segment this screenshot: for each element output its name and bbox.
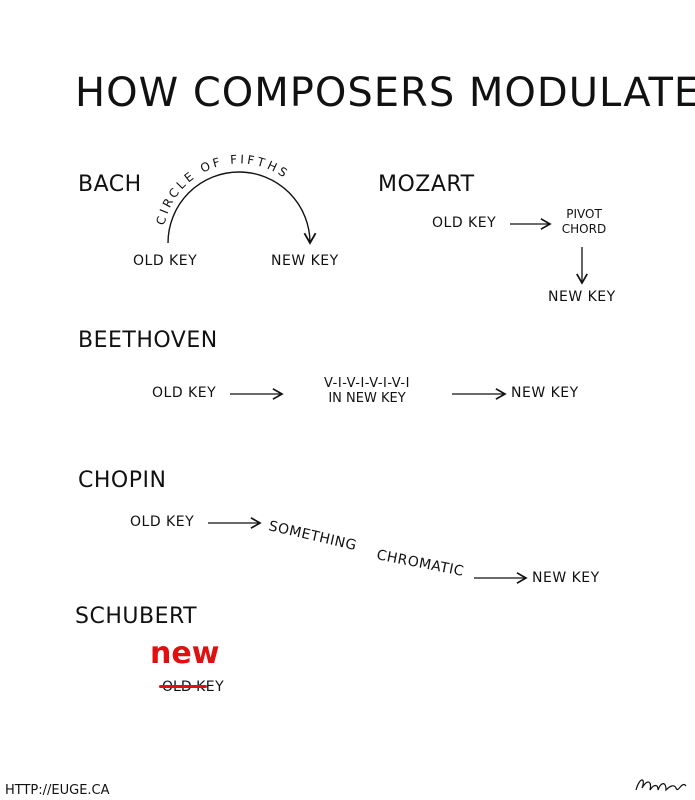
beethoven-old-key: OLD KEY [152,385,217,401]
beethoven-progression-sub: IN NEW KEY [328,391,406,406]
beethoven-progression: V-I-V-I-V-I-V-I [324,376,410,391]
schubert-old-word-wrap: OLD [159,679,207,695]
bach-heading: BACH [78,172,142,197]
chopin-word-chromatic: CHROMATIC [375,547,465,580]
schubert-key-line: OLD KEY [159,676,225,695]
beethoven-progression-block: V-I-V-I-V-I-V-I IN NEW KEY [287,376,447,406]
bach-old-key: OLD KEY [133,253,198,269]
schubert-new-word: new [150,636,220,671]
mozart-pivot-chord: PIVOT CHORD [556,207,612,237]
chopin-new-key: NEW KEY [532,570,600,586]
schubert-strikethrough [159,685,207,688]
bach-arc-label-path: CIRCLE OF FIFTHS [154,152,290,226]
mozart-heading: MOZART [378,172,475,197]
chopin-word-something: SOMETHING [267,518,358,554]
schubert-heading: SCHUBERT [75,604,198,629]
schubert-key-word: KEY [196,679,225,695]
beethoven-heading: BEETHOVEN [78,328,218,353]
mozart-pivot-line1: PIVOT [566,207,602,221]
page-title: HOW COMPOSERS MODULATE [75,70,695,116]
mozart-new-key: NEW KEY [548,289,616,305]
mozart-pivot-line2: CHORD [561,222,607,236]
bach-new-key: NEW KEY [271,253,339,269]
chopin-heading: CHOPIN [78,468,167,493]
mozart-old-key: OLD KEY [432,215,497,231]
footer-url[interactable]: HTTP://EUGE.CA [5,783,110,798]
beethoven-new-key: NEW KEY [511,385,579,401]
bach-arc-label: CIRCLE OF FIFTHS [154,152,293,226]
bach-arc-arrow [167,171,317,245]
signature-scribble [635,779,687,792]
chopin-old-key: OLD KEY [130,514,195,530]
